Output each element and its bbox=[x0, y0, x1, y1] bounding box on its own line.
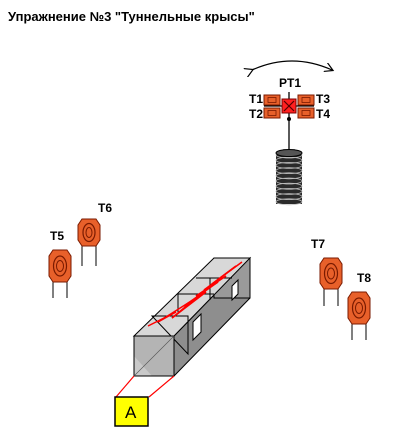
tire-stack bbox=[275, 149, 303, 206]
target-t4 bbox=[297, 107, 315, 119]
label-t2: T2 bbox=[249, 107, 263, 121]
exercise-title: Упражнение №3 "Туннельные крысы" bbox=[8, 9, 255, 24]
target-t7: T7 bbox=[311, 237, 343, 306]
start-box bbox=[114, 396, 149, 427]
target-t3 bbox=[297, 94, 315, 106]
tunnel bbox=[132, 256, 252, 378]
laser-line bbox=[211, 261, 243, 285]
target-t1 bbox=[263, 94, 281, 106]
start-position-a: A bbox=[114, 375, 175, 427]
label-t6: T6 bbox=[98, 201, 112, 215]
label-pt1: PT1 bbox=[279, 76, 301, 90]
label-t1: T1 bbox=[249, 92, 263, 106]
rotating-target-pt1: PT1 T1 T2 T3 T4 bbox=[249, 60, 332, 151]
label-t8: T8 bbox=[357, 271, 371, 285]
rotation-arc-icon bbox=[252, 60, 332, 70]
label-t7: T7 bbox=[311, 237, 325, 251]
target-t5: T5 bbox=[48, 229, 72, 298]
target-t6: T6 bbox=[77, 201, 112, 266]
target-t2 bbox=[263, 107, 281, 119]
laser-lines bbox=[147, 261, 243, 327]
label-t5: T5 bbox=[50, 229, 64, 243]
start-label: A bbox=[125, 403, 137, 422]
target-t8: T8 bbox=[347, 271, 371, 340]
label-t4: T4 bbox=[316, 107, 330, 121]
label-t3: T3 bbox=[316, 92, 330, 106]
